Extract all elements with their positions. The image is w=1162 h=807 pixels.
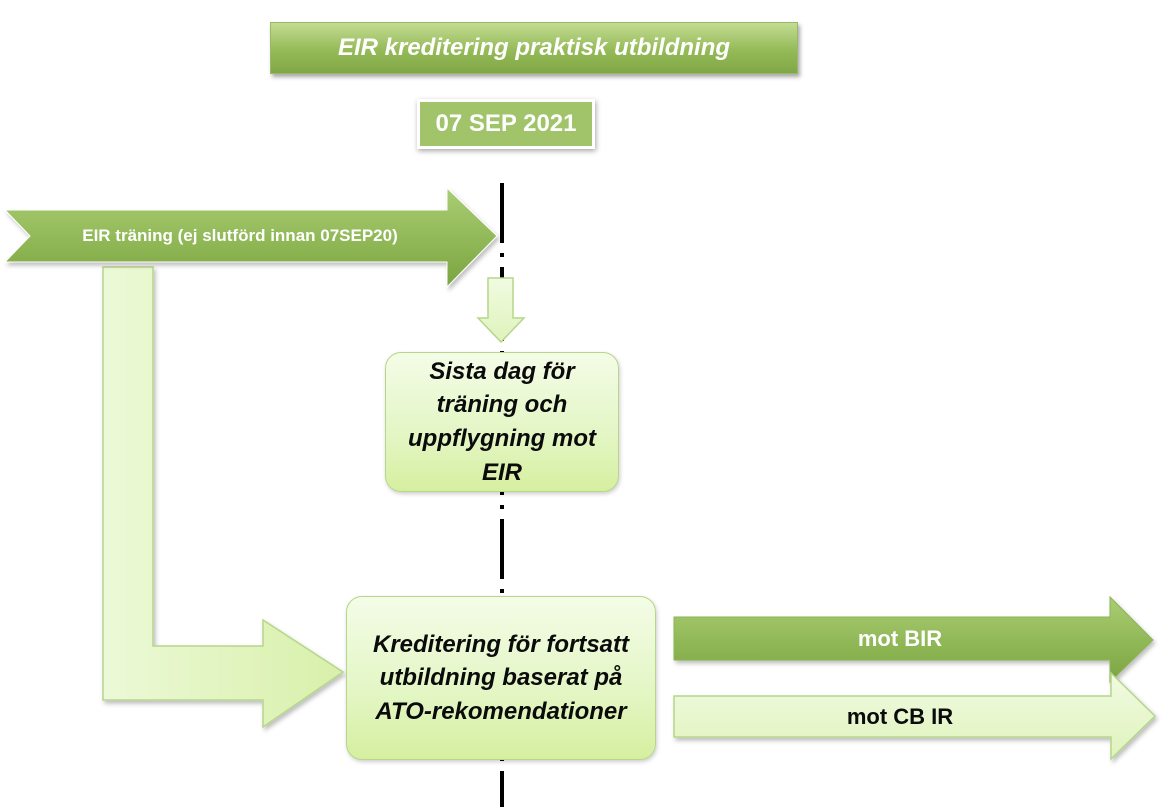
training-arrow <box>3 186 498 289</box>
training-arrow-label: EIR träning (ej slutförd innan 07SEP20) <box>82 226 398 245</box>
last-day-box: Sista dag för träning och uppflygning mo… <box>385 352 619 492</box>
date-label: 07 SEP 2021 <box>417 99 595 149</box>
credit-box: Kreditering för fortsatt utbildning base… <box>346 596 656 760</box>
bir-arrow <box>673 595 1154 684</box>
down-arrow <box>476 277 526 344</box>
cbir-arrow-label: mot CB IR <box>846 703 954 729</box>
page-title: EIR kreditering praktisk utbildning <box>270 22 798 74</box>
cbir-arrow <box>673 671 1157 761</box>
bent-arrow <box>102 266 345 729</box>
bir-arrow-label: mot BIR <box>857 625 943 651</box>
